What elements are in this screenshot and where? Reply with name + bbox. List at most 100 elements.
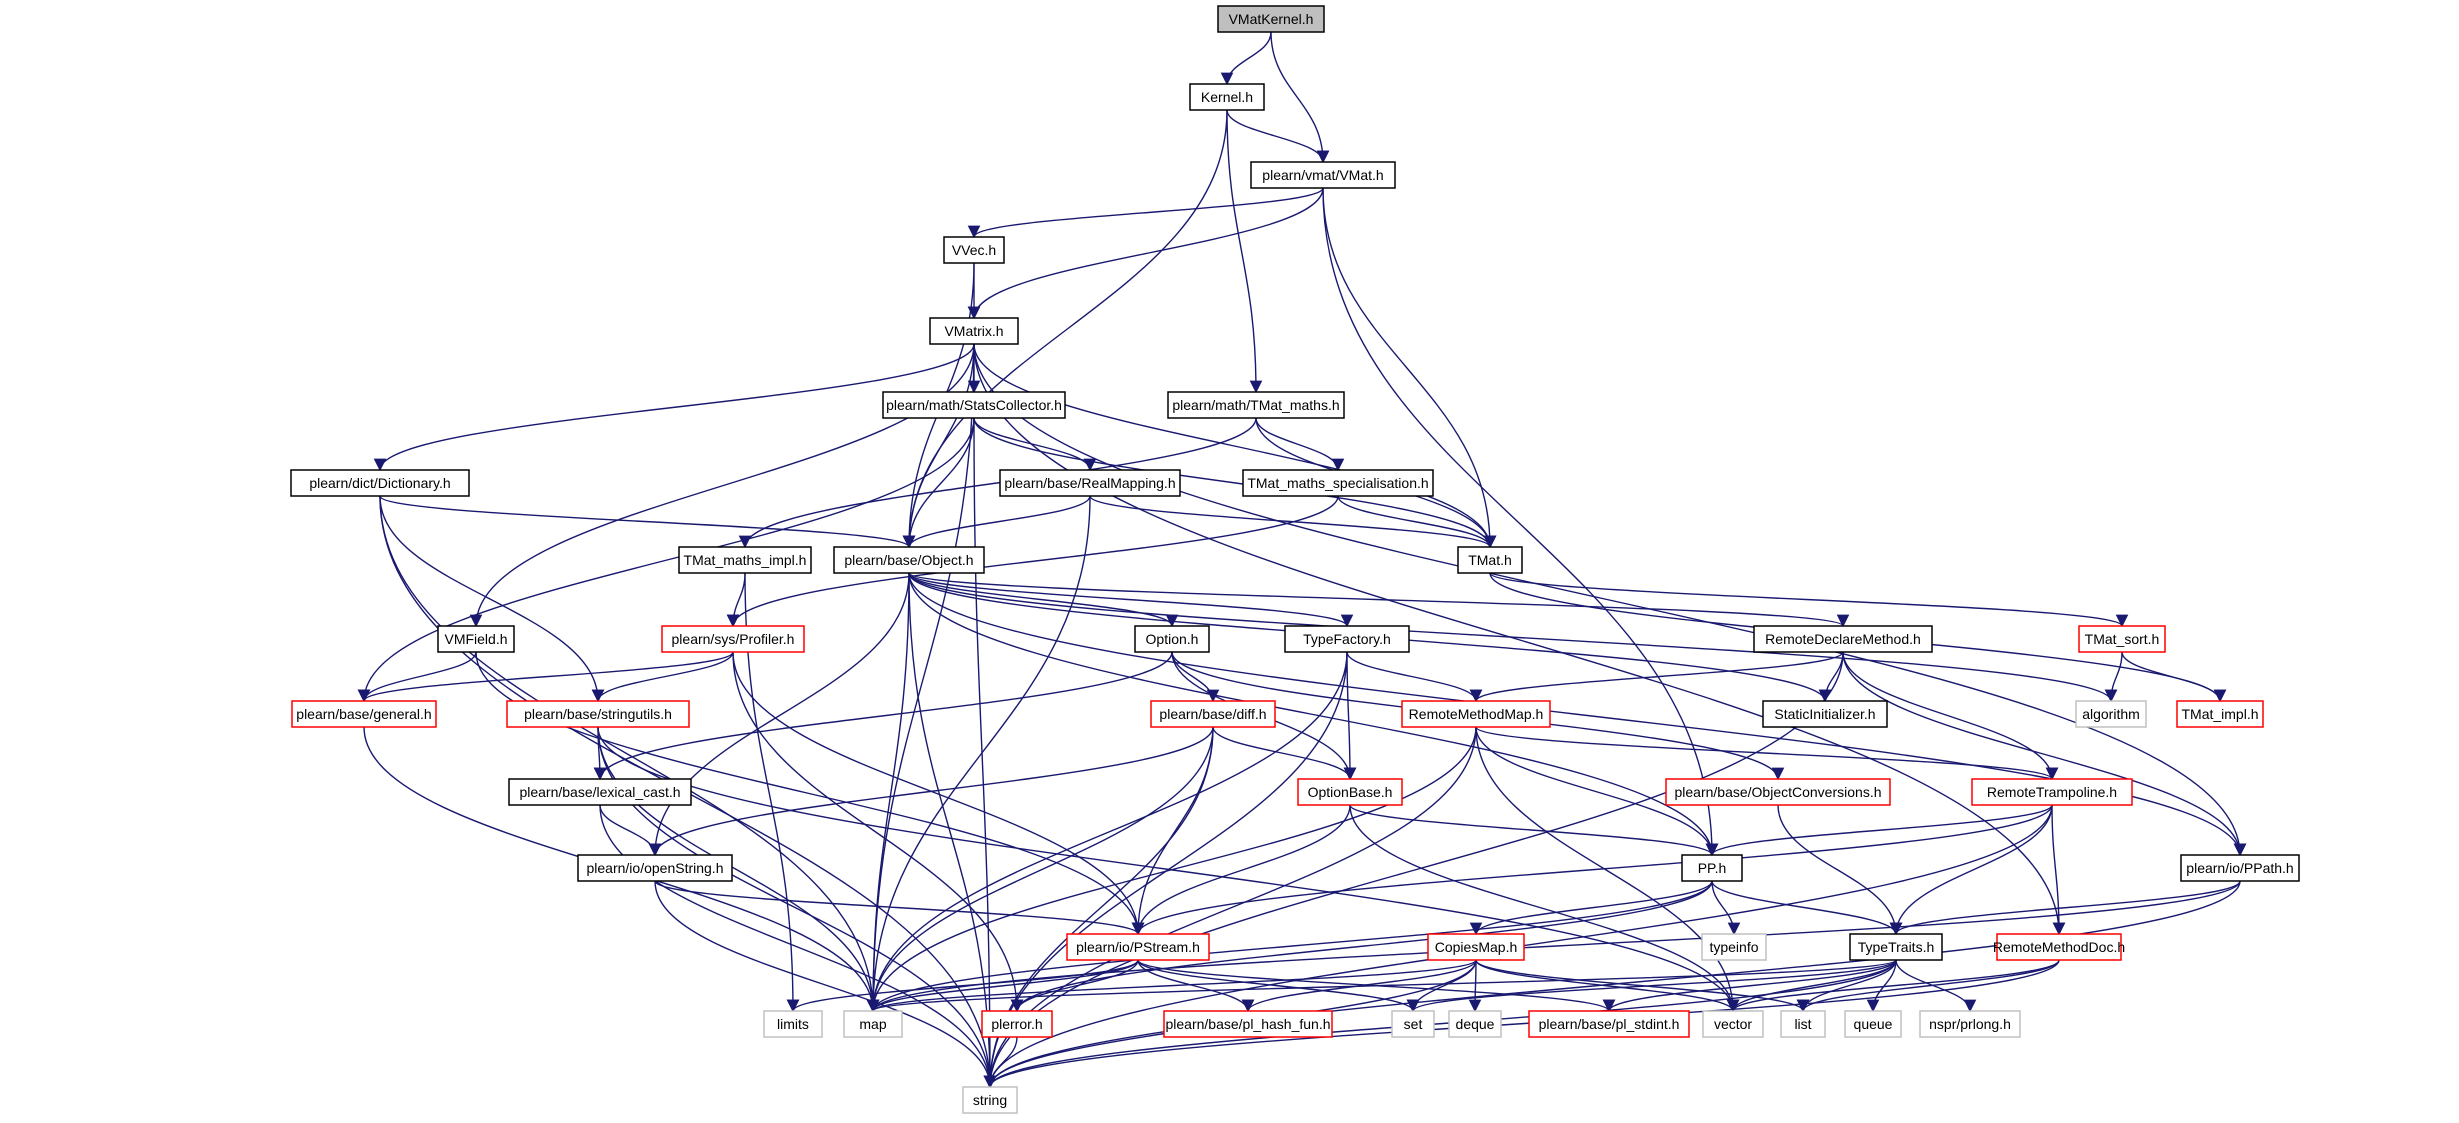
node-nsprlong[interactable]: nspr/prlong.h <box>1919 1010 2021 1038</box>
node-plerror[interactable]: plerror.h <box>981 1010 1053 1038</box>
node-label: TMat_impl.h <box>2181 706 2258 722</box>
node-dictionary[interactable]: plearn/dict/Dictionary.h <box>290 469 470 497</box>
edge-pstream-to-limits <box>786 959 1139 1013</box>
node-diff[interactable]: plearn/base/diff.h <box>1150 700 1276 728</box>
node-option[interactable]: Option.h <box>1134 625 1210 653</box>
edge-remotetramp-to-typetraits <box>1889 804 2053 936</box>
node-set[interactable]: set <box>1391 1010 1435 1038</box>
node-tmatimpl[interactable]: TMat_impl.h <box>2176 700 2264 728</box>
node-vector[interactable]: vector <box>1702 1010 1764 1038</box>
node-label: VMatrix.h <box>944 323 1003 339</box>
node-typeinfo[interactable]: typeinfo <box>1701 933 1767 961</box>
node-label: RemoteTrampoline.h <box>1987 784 2117 800</box>
node-box <box>1150 700 1276 728</box>
edge-tmat-to-tmatsort <box>1489 572 2128 628</box>
node-limits[interactable]: limits <box>763 1010 823 1038</box>
node-objconv[interactable]: plearn/base/ObjectConversions.h <box>1665 778 1891 806</box>
node-list[interactable]: list <box>1780 1010 1826 1038</box>
node-string[interactable]: string <box>962 1086 1018 1114</box>
node-vmatrix[interactable]: VMatrix.h <box>929 317 1019 345</box>
edge-objconv-to-typetraits <box>1777 804 1903 936</box>
edge-realmapping-to-map <box>866 495 1091 1013</box>
node-label: TMat.h <box>1468 552 1512 568</box>
node-openstring[interactable]: plearn/io/openString.h <box>577 854 733 882</box>
edge-profiler-to-stringutils <box>591 651 734 703</box>
edge-copiesmap-to-deque <box>1468 959 1482 1013</box>
node-typetraits[interactable]: TypeTraits.h <box>1849 933 1943 961</box>
node-stringutils[interactable]: plearn/base/stringutils.h <box>506 700 690 728</box>
node-label: TMat_maths_impl.h <box>684 552 807 568</box>
node-label: StaticInitializer.h <box>1774 706 1875 722</box>
node-label: nspr/prlong.h <box>1929 1016 2011 1032</box>
node-copiesmap[interactable]: CopiesMap.h <box>1427 933 1525 961</box>
node-box <box>1528 1010 1690 1038</box>
node-label: Option.h <box>1146 631 1199 647</box>
edge-openstring-to-string <box>654 880 997 1089</box>
node-label: plearn/base/stringutils.h <box>524 706 672 722</box>
edge-remotedeclare-to-remotetramp <box>1842 651 2059 781</box>
node-label: limits <box>777 1016 809 1032</box>
node-pp[interactable]: PP.h <box>1681 854 1743 882</box>
node-algorithm[interactable]: algorithm <box>2075 700 2147 728</box>
node-vmatkernel[interactable]: VMatKernel.h <box>1217 5 1325 33</box>
edge-pp-to-typetraits <box>1711 880 1903 936</box>
node-statscoll[interactable]: plearn/math/StatsCollector.h <box>882 391 1066 419</box>
node-label: CopiesMap.h <box>1435 939 1518 955</box>
node-box <box>1284 625 1410 653</box>
edge-pstream-to-map <box>866 959 1139 1013</box>
node-box <box>1702 1010 1764 1038</box>
node-box <box>508 778 692 806</box>
node-tmatmathsimpl[interactable]: TMat_maths_impl.h <box>678 546 812 574</box>
node-remotetramp[interactable]: RemoteTrampoline.h <box>1971 778 2133 806</box>
node-lexicalcast[interactable]: plearn/base/lexical_cast.h <box>508 778 692 806</box>
edge-typetraits-to-set <box>1406 959 1897 1013</box>
node-vmat[interactable]: plearn/vmat/VMat.h <box>1250 161 1396 189</box>
node-realmapping[interactable]: plearn/base/RealMapping.h <box>999 469 1181 497</box>
edges-layer <box>357 31 2247 1089</box>
node-vmfield[interactable]: VMField.h <box>437 625 515 653</box>
node-map[interactable]: map <box>843 1010 903 1038</box>
node-label: plerror.h <box>991 1016 1042 1032</box>
node-box <box>1189 83 1265 111</box>
node-deque[interactable]: deque <box>1448 1010 1502 1038</box>
node-box <box>1242 469 1434 497</box>
node-tmat[interactable]: TMat.h <box>1457 546 1523 574</box>
node-tmatmaths[interactable]: plearn/math/TMat_maths.h <box>1167 391 1345 419</box>
edge-remotedeclare-to-remotemethodmap <box>1469 651 1844 703</box>
node-box <box>882 391 1066 419</box>
edge-remotemethodmap-to-map <box>866 726 1477 1013</box>
node-plstdint[interactable]: plearn/base/pl_stdint.h <box>1528 1010 1690 1038</box>
node-label: typeinfo <box>1709 939 1758 955</box>
edge-pp-to-plerror <box>1010 880 1713 1013</box>
node-tmatspec[interactable]: TMat_maths_specialisation.h <box>1242 469 1434 497</box>
node-label: plearn/dict/Dictionary.h <box>309 475 450 491</box>
node-remotemethodmap[interactable]: RemoteMethodMap.h <box>1401 700 1551 728</box>
node-box <box>291 700 437 728</box>
node-vvec[interactable]: VVec.h <box>943 236 1005 264</box>
edge-object-to-algorithm <box>908 572 2118 703</box>
node-remotedeclare[interactable]: RemoteDeclareMethod.h <box>1753 625 1933 653</box>
node-general[interactable]: plearn/base/general.h <box>291 700 437 728</box>
node-ppath[interactable]: plearn/io/PPath.h <box>2180 854 2300 882</box>
node-pstream[interactable]: plearn/io/PStream.h <box>1066 933 1210 961</box>
edge-diff-to-openstring <box>648 726 1214 857</box>
node-object[interactable]: plearn/base/Object.h <box>833 546 985 574</box>
edge-remotetramp-to-pstream <box>1131 804 2053 936</box>
node-staticinit[interactable]: StaticInitializer.h <box>1762 700 1888 728</box>
node-typefactory[interactable]: TypeFactory.h <box>1284 625 1410 653</box>
edge-object-to-remotedeclare <box>908 572 1849 628</box>
node-kernel[interactable]: Kernel.h <box>1189 83 1265 111</box>
edge-realmapping-to-tmat <box>1089 495 1497 549</box>
node-optionbase[interactable]: OptionBase.h <box>1297 778 1403 806</box>
node-box <box>1681 854 1743 882</box>
node-box <box>1250 161 1396 189</box>
node-tmatsort[interactable]: TMat_sort.h <box>2078 625 2166 653</box>
node-remotemethoddoc[interactable]: RemoteMethodDoc.h <box>1993 933 2125 961</box>
node-queue[interactable]: queue <box>1844 1010 1902 1038</box>
node-label: plearn/math/TMat_maths.h <box>1172 397 1339 413</box>
node-profiler[interactable]: plearn/sys/Profiler.h <box>661 625 805 653</box>
node-plhash[interactable]: plearn/base/pl_hash_fun.h <box>1163 1010 1333 1038</box>
edge-typetraits-to-map <box>867 959 1897 1013</box>
edge-vmatrix-to-object <box>902 343 975 549</box>
node-box <box>290 469 470 497</box>
